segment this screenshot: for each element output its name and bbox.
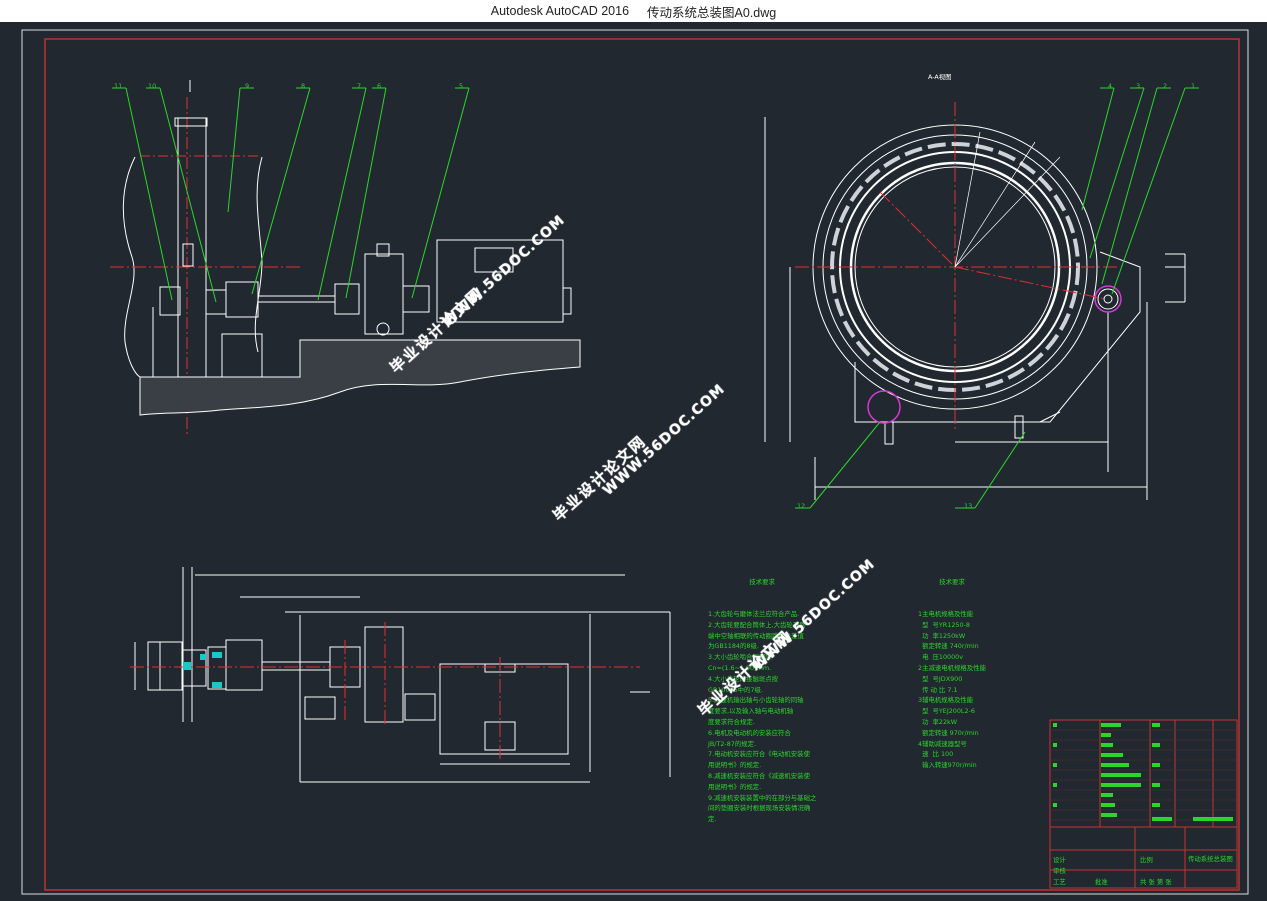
elevation-view <box>110 80 581 437</box>
tech-notes_2-line: 额定转速 740r/min <box>918 642 979 651</box>
cad-drawing <box>21 29 1249 895</box>
tech-notes_1-line: 1.大齿轮与磨体法兰应符合产品. <box>708 609 800 618</box>
leaders-top-right <box>795 87 1199 509</box>
tech-notes_2-line: 功 率1250kW <box>918 631 966 640</box>
tech-notes_2-line: 型 号JDX900 <box>918 674 963 683</box>
tech-notes-1-title: 技术要求 <box>749 577 775 586</box>
title-block <box>1049 719 1238 889</box>
tech-notes_1-line: 用说明书》的规定. <box>708 782 762 791</box>
tech-notes_1-line: 定. <box>708 815 717 824</box>
plan-cyan-marks <box>183 652 222 688</box>
tech-notes_2-line: 1主电机规格及性能 <box>918 609 974 618</box>
tech-notes_1-line: GB10095中的7级. <box>708 685 763 694</box>
leaders-top-left <box>112 87 470 303</box>
app-name: Autodesk AutoCAD 2016 <box>490 4 630 18</box>
balloon-10: 10 <box>148 82 157 90</box>
balloon-9: 9 <box>245 82 250 90</box>
balloon-4: 4 <box>1108 82 1113 90</box>
tech-notes_1-line: 端中空轴相联的传动圈跳动公差值 <box>708 631 804 640</box>
file-name: 传动系统总装图A0.dwg <box>647 5 777 20</box>
ring-gear-view <box>764 117 1186 500</box>
tech-notes-2-lines: 1主电机规格及性能 型 号YR1250-8 功 率1250kW 额定转速 740… <box>918 609 986 771</box>
tech-notes-2-title: 技术要求 <box>939 577 965 586</box>
balloon-6: 6 <box>377 82 382 90</box>
tech-notes-1-lines: 1.大齿轮与磨体法兰应符合产品. 2.大齿轮要配合筒体上,大齿轮开到端中空轴相联的… <box>708 609 816 825</box>
balloon-12: 12 <box>797 502 806 510</box>
title-block-drawing-name: 传动系统总装图 <box>1188 855 1233 863</box>
title-block-check: 审核 <box>1053 867 1066 875</box>
tech-notes_1-line: Cn=(1.6~1.90)mm. <box>708 663 772 672</box>
tech-notes_1-line: 4.大小齿轮的接触斑点按 <box>708 674 779 683</box>
view-label: A-A视图 <box>928 73 952 81</box>
tech-notes_2-line: 电 压10000v <box>918 653 964 662</box>
tech-notes_1-line: JB/T2-87的规定. <box>708 739 757 748</box>
tech-notes_2-line: 4辅助减速器型号 <box>918 739 967 748</box>
drawing-canvas[interactable]: 11 10 9 8 7 6 5 4 3 2 1 12 13 A-A视图 技术要求… <box>0 22 1267 901</box>
tech-notes_1-line: 2.大齿轮要配合筒体上,大齿轮开到 <box>708 620 806 629</box>
title-block-rows <box>1050 729 1237 821</box>
title-block-design: 设计 <box>1053 856 1066 864</box>
balloon-2: 2 <box>1163 82 1168 90</box>
outer-border <box>21 29 1249 895</box>
title-block-sheet: 共 张 第 张 <box>1140 878 1172 886</box>
tech-notes_2-line: 速 比 100 <box>918 750 954 759</box>
tech-notes_1-line: 9.减速机安装装置中的在部分与基础之 <box>708 793 817 802</box>
tech-notes_1-line: 5.减速机输出轴与小齿轮轴的同轴 <box>708 696 804 705</box>
tech-notes_2-line: 额定转速 970r/min <box>918 728 979 737</box>
tech-notes_1-line: 为GB1184的8级. <box>708 642 759 651</box>
title-block-scale: 比例 <box>1140 856 1153 864</box>
tech-notes_1-line: 间的垫圈安装时根据现场安装情况确 <box>708 804 811 813</box>
plan-centerlines <box>130 622 640 762</box>
tech-notes_1-line: 8.减速机安装应符合《减速机安装使 <box>708 771 810 780</box>
title-block-approve: 批准 <box>1095 878 1108 886</box>
tech-notes-1: 技术要求 1.大齿轮与磨体法兰应符合产品. 2.大齿轮要配合筒体上,大齿轮开到端中… <box>708 555 816 847</box>
tech-notes_2-line: 型 号YR1250-8 <box>918 620 970 629</box>
window-titlebar: Autodesk AutoCAD 2016 传动系统总装图A0.dwg <box>0 0 1267 22</box>
title-block-process: 工艺 <box>1053 878 1066 886</box>
highlight-circle-pinion <box>1094 285 1122 313</box>
tech-notes_1-line: 用说明书》的规定. <box>708 761 762 770</box>
balloon-3: 3 <box>1136 82 1141 90</box>
balloon-1: 1 <box>1191 82 1196 90</box>
plan-view <box>134 567 671 783</box>
ring-rays <box>954 131 1061 268</box>
tech-notes_2-line: 型 号YEJ200L2-6 <box>918 707 975 716</box>
tech-notes_1-line: 7.电动机安装应符合《电动机安装使 <box>708 750 810 759</box>
title-block-entries <box>1053 723 1233 821</box>
tech-notes_2-line: 传 动 比 7.1 <box>918 685 958 694</box>
balloon-11: 11 <box>114 82 123 90</box>
tech-notes_1-line: 6.电机及电动机的安装应符合 <box>708 728 791 737</box>
tech-notes-2: 技术要求 1主电机规格及性能 型 号YR1250-8 功 率1250kW 额定转… <box>918 555 986 793</box>
tech-notes_1-line: 度要求符合规定. <box>708 717 755 726</box>
balloon-8: 8 <box>301 82 306 90</box>
tech-notes_1-line: 度要求,以及输入轴与电动机轴 <box>708 707 794 716</box>
tech-notes_2-line: 输入转速970r/min <box>918 761 977 770</box>
tech-notes_1-line: 3.大小齿轮啮合侧间隙 <box>708 653 772 662</box>
tech-notes_2-line: 功 率22kW <box>918 717 958 726</box>
inner-frame <box>44 38 1240 891</box>
balloon-13: 13 <box>964 502 973 510</box>
tech-notes_2-line: 2主减速电机规格及性能 <box>918 663 986 672</box>
balloon-7: 7 <box>357 82 362 90</box>
tech-notes_2-line: 3辅电机规格及性能 <box>918 696 974 705</box>
highlight-circle-left <box>867 390 901 424</box>
balloon-5: 5 <box>459 82 464 90</box>
